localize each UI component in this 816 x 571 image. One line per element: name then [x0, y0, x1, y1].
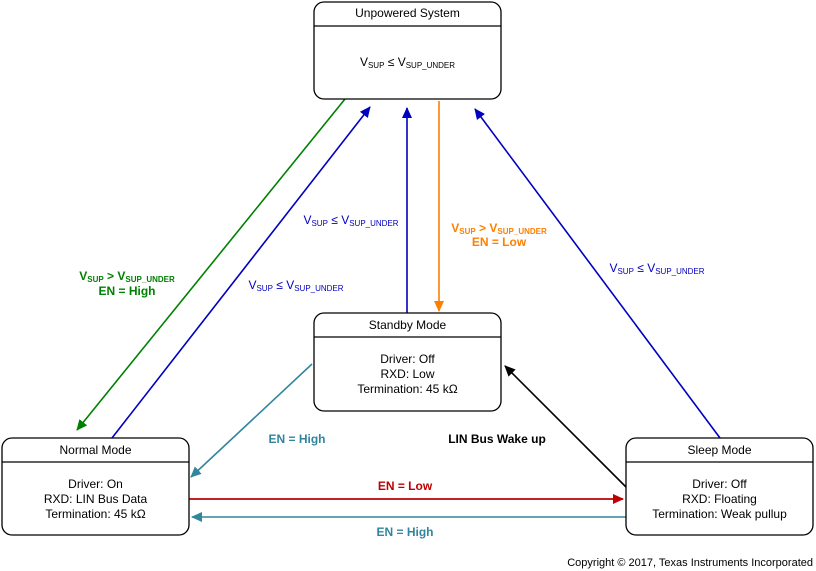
unpowered-condition: VSUP ≤ VSUP_UNDER [360, 55, 455, 70]
standby-line: RXD: Low [380, 367, 434, 381]
sleep-line: Driver: Off [692, 477, 747, 491]
label-normal-to-sleep: EN = Low [378, 479, 433, 493]
normal-line: RXD: LIN Bus Data [44, 492, 148, 506]
label-standby-to-normal: EN = High [268, 432, 325, 446]
label-unpowered-to-standby-en: EN = Low [472, 235, 527, 249]
arrow-standby-to-normal [190, 363, 313, 478]
label-standby-to-unpowered: VSUP ≤ VSUP_UNDER [303, 213, 398, 228]
state-standby-mode: Standby Mode Driver: Off RXD: Low Termin… [313, 312, 502, 412]
state-title: Standby Mode [369, 318, 447, 332]
normal-line: Driver: On [68, 477, 123, 491]
sleep-line: RXD: Floating [682, 492, 757, 506]
copyright-notice: Copyright © 2017, Texas Instruments Inco… [567, 557, 813, 569]
state-title: Sleep Mode [687, 443, 751, 457]
arrow-sleep-to-unpowered [474, 108, 721, 439]
state-normal-mode: Normal Mode Driver: On RXD: LIN Bus Data… [1, 437, 190, 536]
sleep-line: Termination: Weak pullup [652, 507, 787, 521]
label-sleep-to-normal: EN = High [376, 525, 433, 539]
label-unpowered-to-normal-en: EN = High [98, 284, 155, 298]
normal-line: Termination: 45 kΩ [45, 507, 145, 521]
arrow-normal-to-unpowered [111, 106, 371, 439]
arrow-sleep-to-standby [504, 365, 627, 488]
standby-line: Termination: 45 kΩ [357, 382, 457, 396]
state-sleep-mode: Sleep Mode Driver: Off RXD: Floating Ter… [625, 437, 814, 536]
label-normal-to-unpowered: VSUP ≤ VSUP_UNDER [248, 278, 343, 293]
state-title: Normal Mode [59, 443, 131, 457]
label-sleep-to-standby: LIN Bus Wake up [448, 432, 546, 446]
label-sleep-to-unpowered: VSUP ≤ VSUP_UNDER [609, 261, 704, 276]
state-unpowered-system: Unpowered System VSUP ≤ VSUP_UNDER [313, 1, 502, 100]
label-unpowered-to-normal-condition: VSUP > VSUP_UNDER [79, 269, 175, 284]
arrow-unpowered-to-normal [76, 98, 346, 431]
label-unpowered-to-standby-condition: VSUP > VSUP_UNDER [451, 221, 547, 236]
state-title: Unpowered System [355, 6, 460, 20]
standby-line: Driver: Off [380, 352, 435, 366]
